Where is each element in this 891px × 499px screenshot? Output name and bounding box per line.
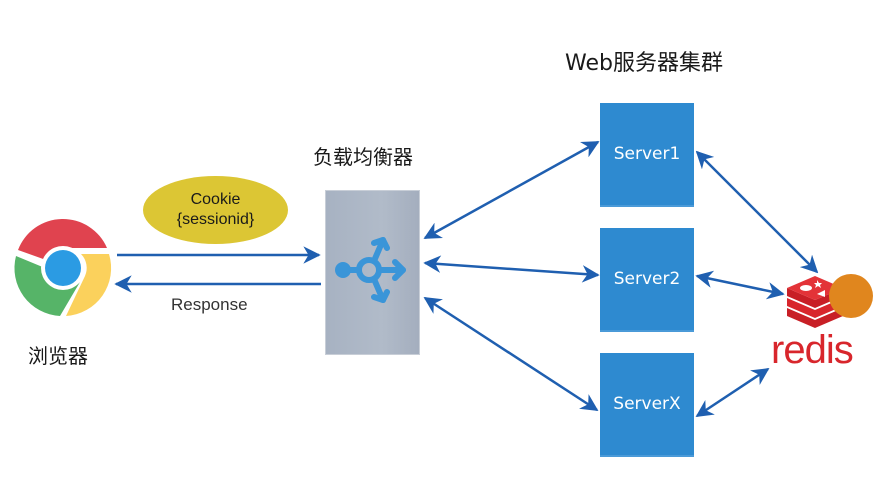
browser-label: 浏览器 [28,344,88,368]
server-node[interactable]: Server2 [600,228,694,332]
cluster-label: Web服务器集群 [565,51,723,76]
server-node[interactable]: ServerX [600,353,694,457]
response-label: Response [171,295,248,314]
cookie-sessionid: {sessionid} [176,211,255,228]
cookie-title: Cookie [190,191,241,208]
server-label: Server2 [613,269,681,289]
server-label: Server1 [613,144,681,164]
load-balancer-label: 负载均衡器 [313,145,413,169]
redis-label: redis [771,328,854,372]
server-label: ServerX [613,394,681,414]
cookie-bubble: Cookie {sessionid} [143,176,288,244]
server-node[interactable]: Server1 [600,103,694,207]
